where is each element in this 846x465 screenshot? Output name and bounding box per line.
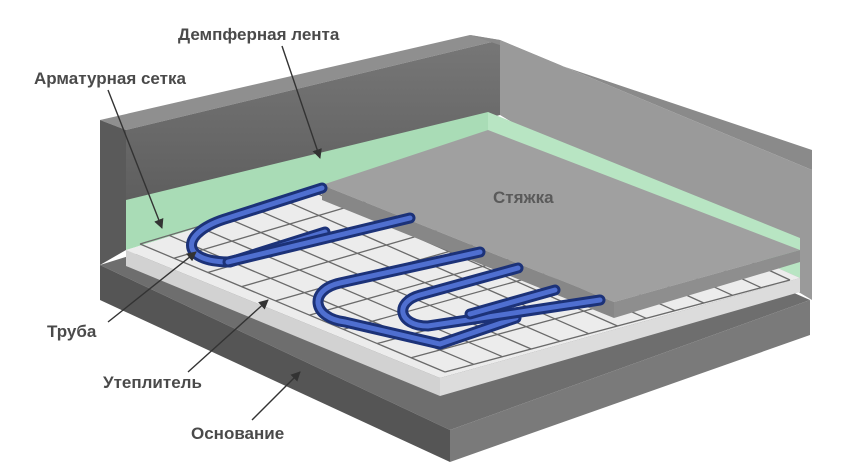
leader-insulation <box>187 299 269 373</box>
insulation-front-left <box>126 250 440 396</box>
insulation-front-right <box>440 278 800 396</box>
pipe-loop-1-highlight <box>189 185 328 265</box>
pipe-loop-2-highlight <box>225 215 519 347</box>
label-screed: Стяжка <box>493 188 554 207</box>
pipe-loop-4-highlight <box>467 287 558 317</box>
label-pipe: Труба <box>47 322 97 341</box>
leader-damper-tape <box>281 45 322 159</box>
label-mesh: Арматурная сетка <box>34 69 186 88</box>
mesh-wire <box>444 279 791 373</box>
screed-top <box>322 130 800 302</box>
damper-tape-back <box>126 112 488 250</box>
label-damper-tape: Демпферная лента <box>178 25 340 44</box>
leader-pipe <box>107 251 197 323</box>
left-wall-face <box>100 120 126 265</box>
label-insulation: Утеплитель <box>103 373 202 392</box>
pipe-loop-3-highlight <box>400 265 603 329</box>
leader-lines <box>107 45 322 421</box>
leader-mesh <box>107 89 164 229</box>
screed-side <box>614 250 800 318</box>
heating-pipe <box>186 182 606 350</box>
leader-base <box>251 371 301 421</box>
base-front-left <box>100 265 450 462</box>
label-base: Основание <box>191 424 285 443</box>
back-wall-inner <box>126 40 500 215</box>
mesh-wire <box>139 243 446 373</box>
left-wall-top <box>100 35 500 130</box>
base-front-right <box>450 300 810 462</box>
